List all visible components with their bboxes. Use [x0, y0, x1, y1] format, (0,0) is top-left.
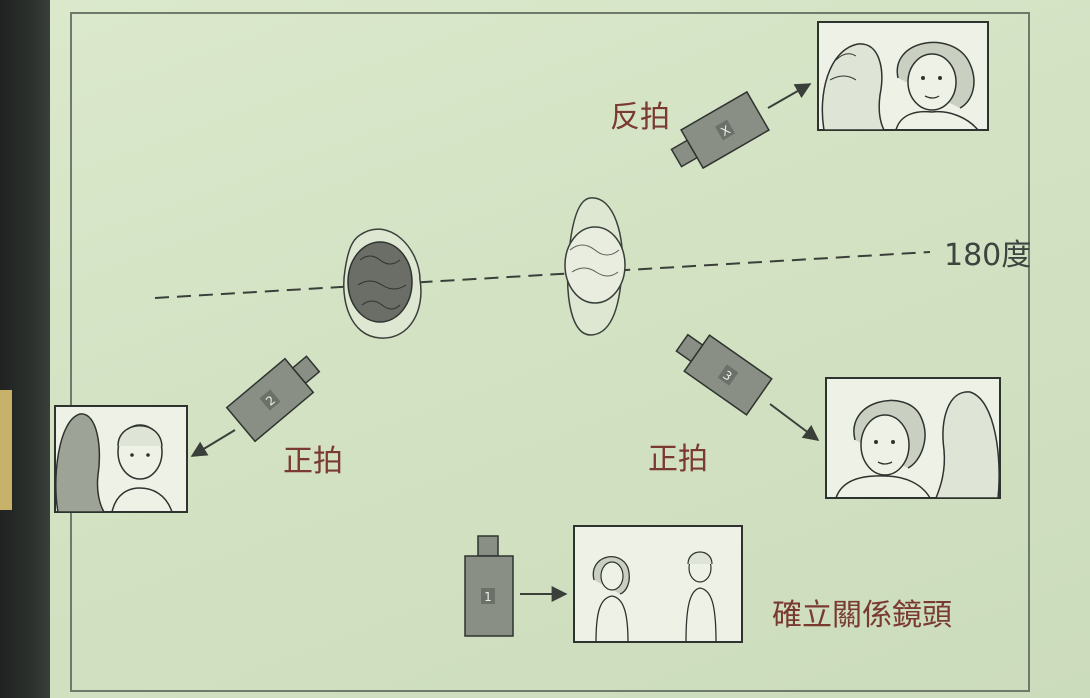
actor-b-topview — [564, 197, 626, 336]
label-reverse-shot: 反拍 — [610, 100, 670, 135]
label-forward-shot-left: 正拍 — [283, 444, 343, 479]
frame-camera-2 — [54, 405, 188, 513]
arrow-camera-3 — [769, 403, 820, 441]
slide-border — [70, 12, 1030, 692]
camera-2: 2 — [225, 355, 321, 443]
projector-bezel — [0, 0, 50, 698]
axis-line-180 — [154, 251, 931, 299]
label-establishing-shot: 確立關係鏡頭 — [772, 598, 952, 633]
label-axis-180: 180度 — [944, 238, 1032, 273]
camera-1: 1 — [464, 535, 514, 637]
label-forward-shot-right: 正拍 — [648, 442, 708, 477]
arrow-camera-2 — [190, 429, 236, 457]
actor-a-topview — [343, 228, 422, 339]
arrow-camera-x — [767, 83, 812, 109]
camera-3: 3 — [675, 333, 773, 416]
camera-x: X — [670, 90, 770, 170]
bezel-sticker — [0, 390, 12, 510]
camera-1-label: 1 — [484, 590, 492, 604]
frame-establishing-shot — [573, 525, 743, 643]
frame-camera-3 — [825, 377, 1001, 499]
frame-reverse-shot — [817, 21, 989, 131]
